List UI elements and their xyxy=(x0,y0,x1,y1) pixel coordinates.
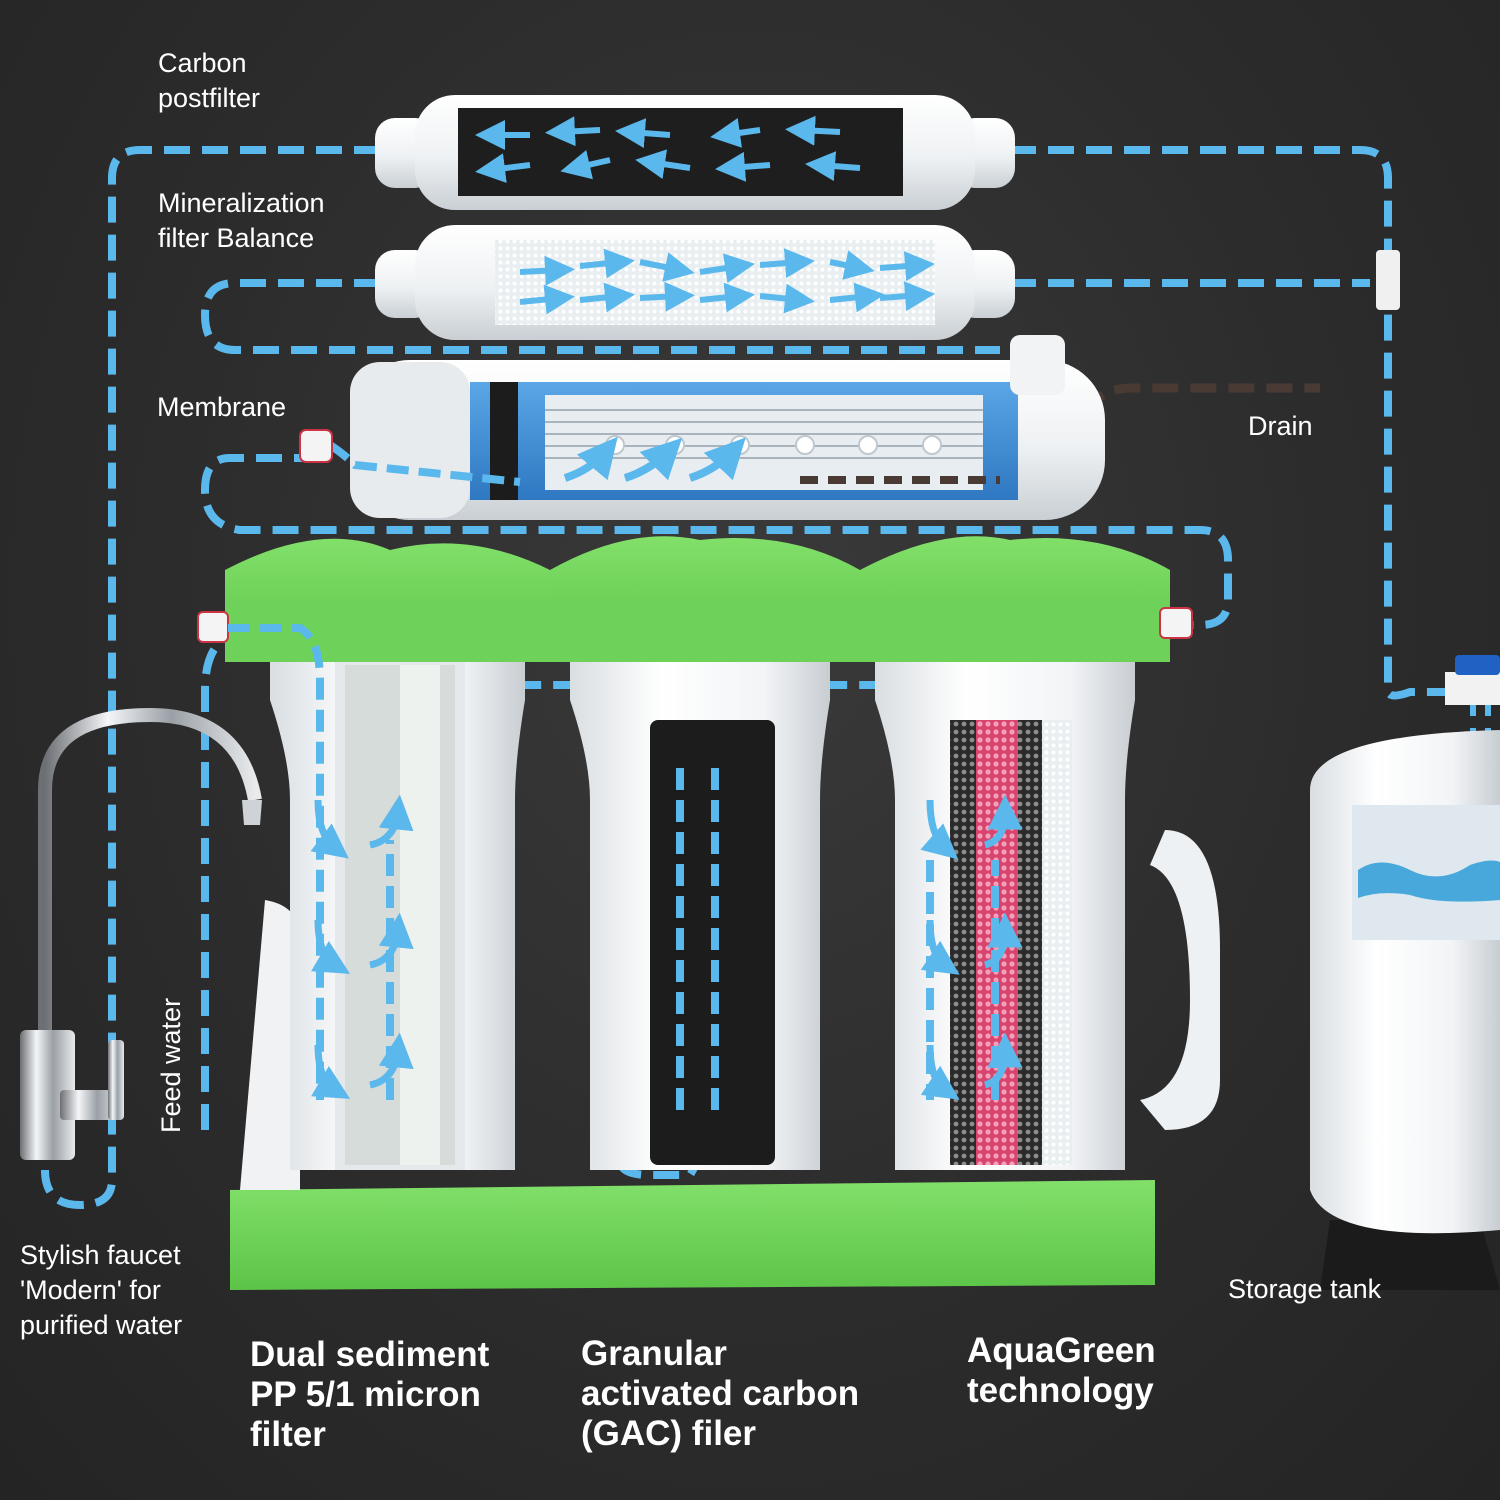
carbon-postfilter-label-line-1: Carbon xyxy=(158,48,247,78)
drain-label: Drain xyxy=(1248,411,1313,441)
aquagreen-label: AquaGreen technology xyxy=(967,1331,1156,1411)
sediment-filter-label-line-1: Dual sediment xyxy=(250,1335,490,1374)
gac-filter-label-line-2: activated carbon xyxy=(581,1374,860,1413)
mineralization-filter xyxy=(375,225,1015,340)
membrane-housing xyxy=(299,335,1105,520)
arrow-icon xyxy=(310,794,1023,1100)
gac-filter-label-line-1: Granular xyxy=(581,1334,727,1373)
faucet-label-line-1: Stylish faucet xyxy=(20,1240,181,1270)
carbon-postfilter xyxy=(375,95,1015,210)
storage-tank-icon xyxy=(1310,250,1500,1290)
sediment-filter-label: Dual sediment PP 5/1 micron filter xyxy=(250,1335,489,1455)
membrane-label: Membrane xyxy=(157,392,287,422)
sediment-filter-label-line-3: filter xyxy=(250,1415,326,1454)
sediment-filter-label-line-2: PP 5/1 micron xyxy=(250,1375,481,1414)
storage-tank-label: Storage tank xyxy=(1228,1274,1382,1304)
mineralization-label-line-2: filter Balance xyxy=(158,223,315,253)
gac-filter-label-line-3: (GAC) filer xyxy=(581,1414,756,1453)
feed-water-label: Feed water xyxy=(156,997,186,1133)
mineralization-label-line-1: Mineralization xyxy=(158,188,325,218)
faucet-label-line-2: 'Modern' for xyxy=(20,1275,161,1305)
faucet-label: Stylish faucet 'Modern' for purified wat… xyxy=(20,1238,182,1343)
faucet-label-line-3: purified water xyxy=(20,1310,183,1340)
filter-housings xyxy=(197,536,1220,1290)
gac-filter-label: Granular activated carbon (GAC) filer xyxy=(581,1334,859,1454)
carbon-postfilter-label-line-2: postfilter xyxy=(158,83,261,113)
aquagreen-label-line-2: technology xyxy=(967,1371,1154,1410)
mineralization-label: Mineralization filter Balance xyxy=(158,186,325,256)
aquagreen-label-line-1: AquaGreen xyxy=(967,1331,1156,1370)
faucet-icon xyxy=(20,707,262,1160)
carbon-postfilter-label: Carbon postfilter xyxy=(158,46,260,116)
